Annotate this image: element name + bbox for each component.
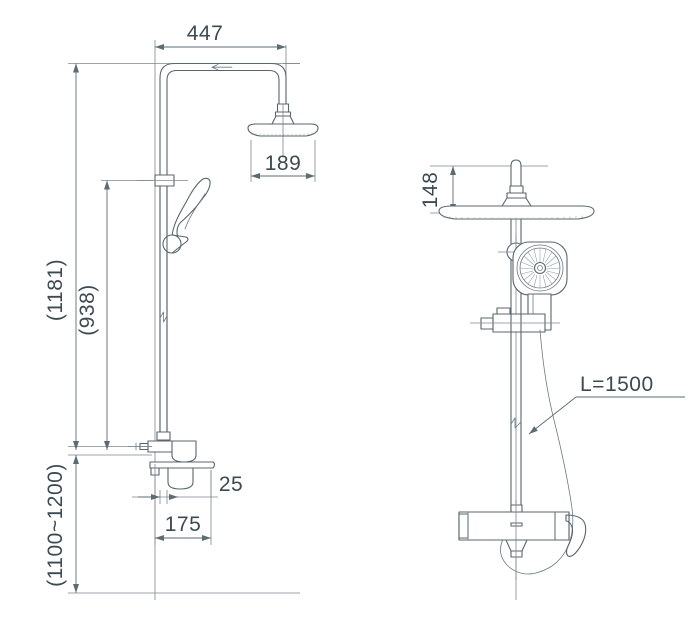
dim-25 bbox=[132, 470, 218, 504]
mixer-valve-front bbox=[458, 500, 587, 580]
spray-pattern bbox=[519, 248, 561, 288]
mixer-valve-side bbox=[128, 431, 216, 497]
dim-label-938: (938) bbox=[76, 284, 99, 336]
dim-label-148: 148 bbox=[419, 172, 442, 209]
front-riser-break bbox=[510, 417, 522, 429]
slider-bracket-front bbox=[470, 307, 560, 333]
dim-label-1181: (1181) bbox=[44, 259, 67, 321]
hose-leader-line bbox=[528, 396, 685, 435]
shower-arm bbox=[159, 62, 287, 441]
hand-shower-side bbox=[162, 177, 211, 254]
dim-label-1100-1200: (1100~1200) bbox=[44, 463, 67, 587]
dim-189 bbox=[250, 140, 316, 182]
side-view-group bbox=[68, 40, 319, 600]
dim-label-447: 447 bbox=[187, 22, 224, 45]
front-view-group bbox=[430, 159, 685, 600]
shower-head-front bbox=[438, 205, 595, 220]
shower-head-side bbox=[247, 103, 319, 158]
dim-938 bbox=[101, 180, 152, 450]
dim-label-175: 175 bbox=[165, 513, 202, 536]
dim-label-25: 25 bbox=[219, 473, 243, 496]
front-head-nozzles bbox=[443, 215, 583, 220]
dim-label-hose-length: L=1500 bbox=[580, 373, 654, 396]
shower-head-nozzles bbox=[251, 132, 313, 136]
riser-break-symbol bbox=[159, 311, 168, 323]
shower-arm-front bbox=[501, 159, 532, 207]
riser-pipe-lower bbox=[159, 185, 168, 441]
dim-label-189: 189 bbox=[265, 152, 302, 175]
